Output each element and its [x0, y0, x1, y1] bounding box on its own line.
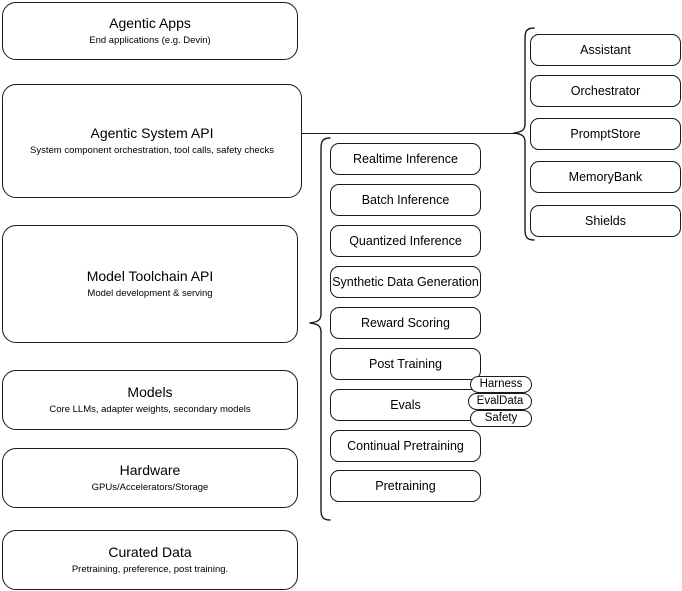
layer-box-model-toolchain-api[interactable]: Model Toolchain API Model development & … [2, 225, 298, 343]
toolchain-item-label: Evals [390, 397, 421, 412]
layer-title: Hardware [119, 461, 181, 478]
toolchain-item-label: Pretraining [375, 478, 436, 493]
toolchain-item-post-training[interactable]: Post Training [330, 348, 481, 380]
toolchain-item-label: Realtime Inference [353, 151, 458, 166]
layer-subtitle: GPUs/Accelerators/Storage [91, 481, 209, 493]
toolchain-item-batch-inference[interactable]: Batch Inference [330, 184, 481, 216]
toolchain-item-reward-scoring[interactable]: Reward Scoring [330, 307, 481, 339]
toolchain-item-continual-pretraining[interactable]: Continual Pretraining [330, 430, 481, 462]
layer-subtitle: End applications (e.g. Devin) [89, 34, 211, 46]
brace-system-column [513, 27, 535, 241]
system-item-shields[interactable]: Shields [530, 205, 681, 237]
toolchain-item-pretraining[interactable]: Pretraining [330, 470, 481, 502]
toolchain-item-label: Batch Inference [361, 192, 450, 207]
layer-subtitle: System component orchestration, tool cal… [30, 144, 274, 156]
system-item-label: MemoryBank [568, 169, 643, 184]
connector-system-api-to-components [302, 133, 518, 135]
system-item-memorybank[interactable]: MemoryBank [530, 161, 681, 193]
evals-badge-evaldata[interactable]: EvalData [468, 393, 532, 410]
layer-title: Agentic Apps [109, 14, 191, 31]
layer-box-hardware[interactable]: Hardware GPUs/Accelerators/Storage [2, 448, 298, 508]
toolchain-item-label: Reward Scoring [361, 315, 450, 330]
system-item-label: Assistant [580, 42, 631, 57]
system-item-assistant[interactable]: Assistant [530, 34, 681, 66]
evals-badge-label: EvalData [476, 394, 524, 407]
layer-box-agentic-apps[interactable]: Agentic Apps End applications (e.g. Devi… [2, 2, 298, 60]
layer-title: Models [127, 383, 173, 400]
toolchain-item-label: Quantized Inference [349, 233, 462, 248]
system-item-label: Shields [585, 213, 626, 228]
layer-subtitle: Core LLMs, adapter weights, secondary mo… [49, 403, 251, 415]
system-item-label: Orchestrator [570, 83, 641, 98]
brace-path [513, 27, 535, 241]
toolchain-item-label: Continual Pretraining [347, 438, 464, 453]
toolchain-item-evals[interactable]: Evals [330, 389, 481, 421]
toolchain-item-label: Synthetic Data Generation [332, 274, 479, 289]
layer-box-agentic-system-api[interactable]: Agentic System API System component orch… [2, 84, 302, 198]
toolchain-item-quantized-inference[interactable]: Quantized Inference [330, 225, 481, 257]
evals-badge-label: Safety [484, 411, 518, 424]
evals-badge-safety[interactable]: Safety [470, 410, 532, 427]
brace-path [309, 137, 331, 521]
system-item-label: PromptStore [570, 126, 641, 141]
brace-toolchain-column [309, 137, 331, 521]
toolchain-item-label: Post Training [369, 356, 442, 371]
layer-box-curated-data[interactable]: Curated Data Pretraining, preference, po… [2, 530, 298, 590]
evals-badge-label: Harness [479, 377, 523, 390]
toolchain-item-synthetic-data-generation[interactable]: Synthetic Data Generation [330, 266, 481, 298]
layer-title: Model Toolchain API [86, 267, 214, 284]
layer-title: Curated Data [108, 543, 192, 560]
layer-box-models[interactable]: Models Core LLMs, adapter weights, secon… [2, 370, 298, 430]
layer-subtitle: Model development & serving [87, 287, 213, 299]
system-item-promptstore[interactable]: PromptStore [530, 118, 681, 150]
layer-subtitle: Pretraining, preference, post training. [71, 563, 229, 575]
toolchain-item-realtime-inference[interactable]: Realtime Inference [330, 143, 481, 175]
evals-badge-harness[interactable]: Harness [470, 376, 532, 393]
layer-title: Agentic System API [90, 124, 214, 141]
system-item-orchestrator[interactable]: Orchestrator [530, 75, 681, 107]
